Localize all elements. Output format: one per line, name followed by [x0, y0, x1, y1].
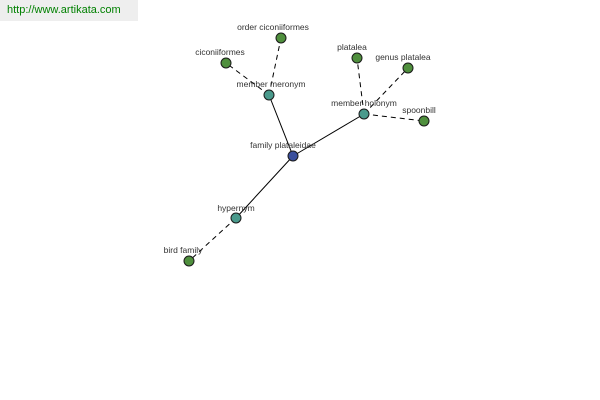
node-marker-member-meronym[interactable] — [263, 89, 275, 101]
node-marker-platalea[interactable] — [351, 52, 363, 64]
edge-hypernym-to-bird-family — [188, 217, 237, 262]
node-order-ciconiiformes[interactable]: order ciconiiformes — [237, 22, 309, 44]
edge-member-meronym-to-order-ciconiiformes — [268, 37, 282, 96]
edge-member-holonym-to-genus-platalea — [363, 67, 409, 115]
node-family-plataleidae[interactable]: family plataleidae — [250, 140, 316, 162]
node-member-meronym[interactable]: member meronym — [237, 79, 306, 101]
edge-family-plataleidae-to-hypernym — [235, 155, 294, 219]
node-label-member-holonym[interactable]: member holonym — [331, 98, 397, 108]
edge-member-holonym-to-platalea — [356, 57, 365, 115]
node-label-bird-family[interactable]: bird family — [164, 245, 203, 255]
node-label-hypernym[interactable]: hypernym — [217, 203, 254, 213]
node-marker-spoonbill[interactable] — [418, 115, 430, 127]
node-marker-family-plataleidae[interactable] — [287, 150, 299, 162]
node-spoonbill[interactable]: spoonbill — [402, 105, 436, 127]
node-marker-order-ciconiiformes[interactable] — [275, 32, 287, 44]
node-marker-hypernym[interactable] — [230, 212, 242, 224]
node-label-genus-platalea[interactable]: genus platalea — [375, 52, 431, 62]
node-marker-genus-platalea[interactable] — [402, 62, 414, 74]
node-genus-platalea[interactable]: genus platalea — [375, 52, 431, 74]
edge-member-holonym-to-spoonbill — [363, 113, 425, 122]
edge-family-plataleidae-to-member-meronym — [268, 94, 294, 157]
edges-layer — [188, 37, 425, 262]
node-label-order-ciconiiformes[interactable]: order ciconiiformes — [237, 22, 309, 32]
node-hypernym[interactable]: hypernym — [217, 203, 255, 224]
node-label-family-plataleidae[interactable]: family plataleidae — [250, 140, 316, 150]
node-bird-family[interactable]: bird family — [164, 245, 203, 267]
node-platalea[interactable]: platalea — [337, 42, 367, 64]
node-label-platalea[interactable]: platalea — [337, 42, 367, 52]
nodes-layer: family plataleidae member meronym member h… — [164, 22, 436, 267]
node-member-holonym[interactable]: member holonym — [331, 98, 397, 120]
node-label-spoonbill[interactable]: spoonbill — [402, 105, 436, 115]
node-ciconiiformes[interactable]: ciconiiformes — [195, 47, 245, 69]
edge-family-plataleidae-to-member-holonym — [292, 113, 365, 157]
node-marker-bird-family[interactable] — [183, 255, 195, 267]
node-label-ciconiiformes[interactable]: ciconiiformes — [195, 47, 245, 57]
node-label-member-meronym[interactable]: member meronym — [237, 79, 306, 89]
node-marker-ciconiiformes[interactable] — [220, 57, 232, 69]
source-url-banner[interactable]: http://www.artikata.com — [0, 0, 138, 21]
node-marker-member-holonym[interactable] — [358, 108, 370, 120]
